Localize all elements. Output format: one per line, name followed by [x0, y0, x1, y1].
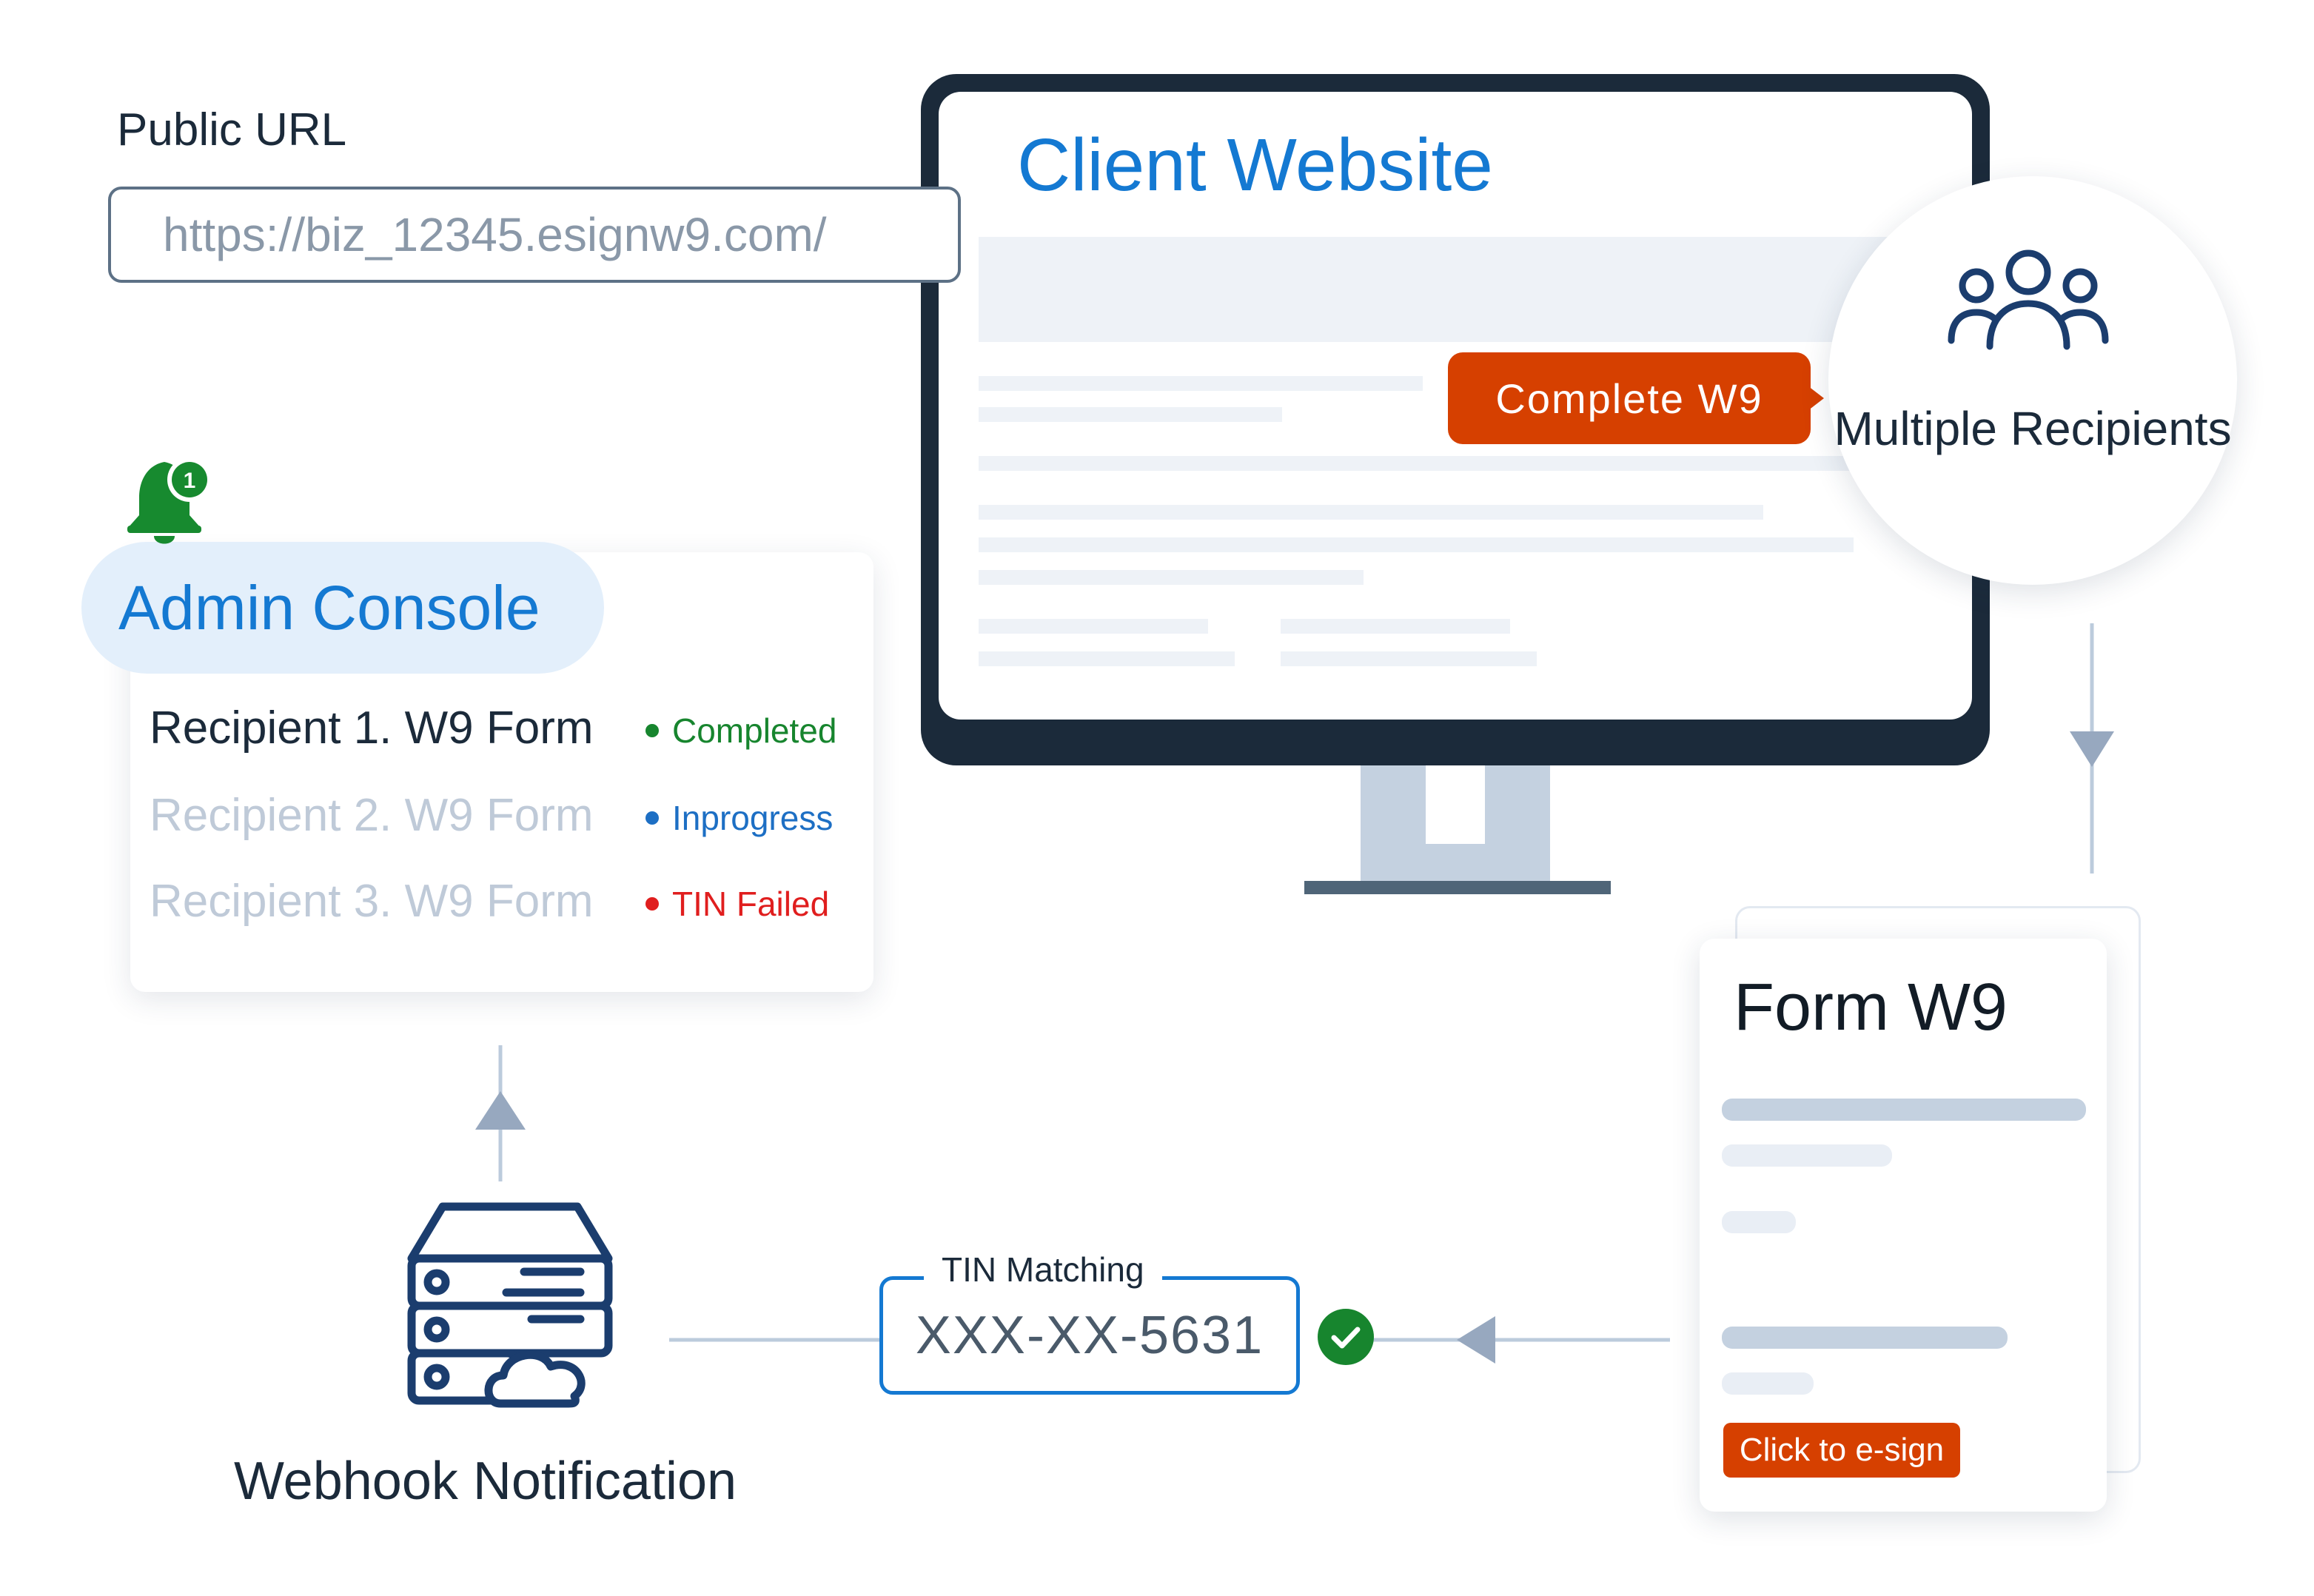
cta-pointer — [1805, 383, 1824, 413]
status-dot — [645, 811, 659, 825]
form-field-placeholder — [1722, 1327, 2008, 1349]
status-badge: Completed — [645, 711, 836, 751]
recipient-row-label: Recipient 3. W9 Form — [150, 876, 594, 927]
tin-matching-label: TIN Matching — [924, 1250, 1162, 1290]
multiple-recipients-badge — [1828, 176, 2237, 585]
notification-count: 1 — [184, 469, 196, 493]
complete-w9-button[interactable]: Complete W9 — [1448, 352, 1811, 444]
public-url-label: Public URL — [117, 104, 347, 155]
multiple-recipients-label: Multiple Recipients — [1834, 402, 2232, 455]
server-cloud-icon — [407, 1202, 613, 1408]
status-dot — [645, 897, 659, 911]
site-text-placeholder — [1281, 651, 1537, 666]
site-text-placeholder — [1281, 619, 1510, 634]
monitor-base — [1304, 881, 1611, 894]
monitor-stand-notch — [1426, 765, 1485, 844]
status-badge: TIN Failed — [645, 884, 829, 924]
site-text-placeholder — [979, 537, 1854, 552]
webhook-notification-label: Webhook Notification — [234, 1452, 737, 1511]
group-users-icon — [1948, 249, 2109, 350]
bell-icon: 1 — [127, 457, 212, 544]
form-field-placeholder — [1722, 1144, 1892, 1167]
tin-value-field: XXX-XX-5631 — [879, 1276, 1300, 1395]
form-field-placeholder — [1722, 1372, 1814, 1395]
client-website-title: Client Website — [1017, 124, 1493, 207]
recipient-row-label: Recipient 2. W9 Form — [150, 790, 594, 841]
status-dot — [645, 724, 659, 737]
site-text-placeholder — [979, 505, 1763, 520]
site-text-placeholder — [979, 651, 1235, 666]
form-field-placeholder — [1722, 1211, 1796, 1233]
arrow-up-icon — [475, 1091, 526, 1130]
site-text-placeholder — [979, 570, 1364, 585]
site-text-placeholder — [979, 407, 1282, 422]
site-text-placeholder — [979, 456, 1897, 471]
e-sign-button[interactable]: Click to e-sign — [1723, 1423, 1960, 1478]
recipient-row-label: Recipient 1. W9 Form — [150, 703, 594, 754]
arrow-left-icon — [1457, 1316, 1495, 1364]
form-field-placeholder — [1722, 1099, 2086, 1121]
site-text-placeholder — [979, 376, 1423, 391]
check-icon — [1318, 1309, 1374, 1365]
status-badge: Inprogress — [645, 798, 833, 838]
arrow-down-icon — [2070, 731, 2114, 767]
public-url-field[interactable]: https://biz_12345.esignw9.com/ — [108, 187, 961, 283]
site-hero-placeholder — [979, 237, 1897, 342]
site-text-placeholder — [979, 619, 1208, 634]
form-w9-title: Form W9 — [1734, 970, 2008, 1045]
admin-console-title: Admin Console — [81, 542, 604, 674]
